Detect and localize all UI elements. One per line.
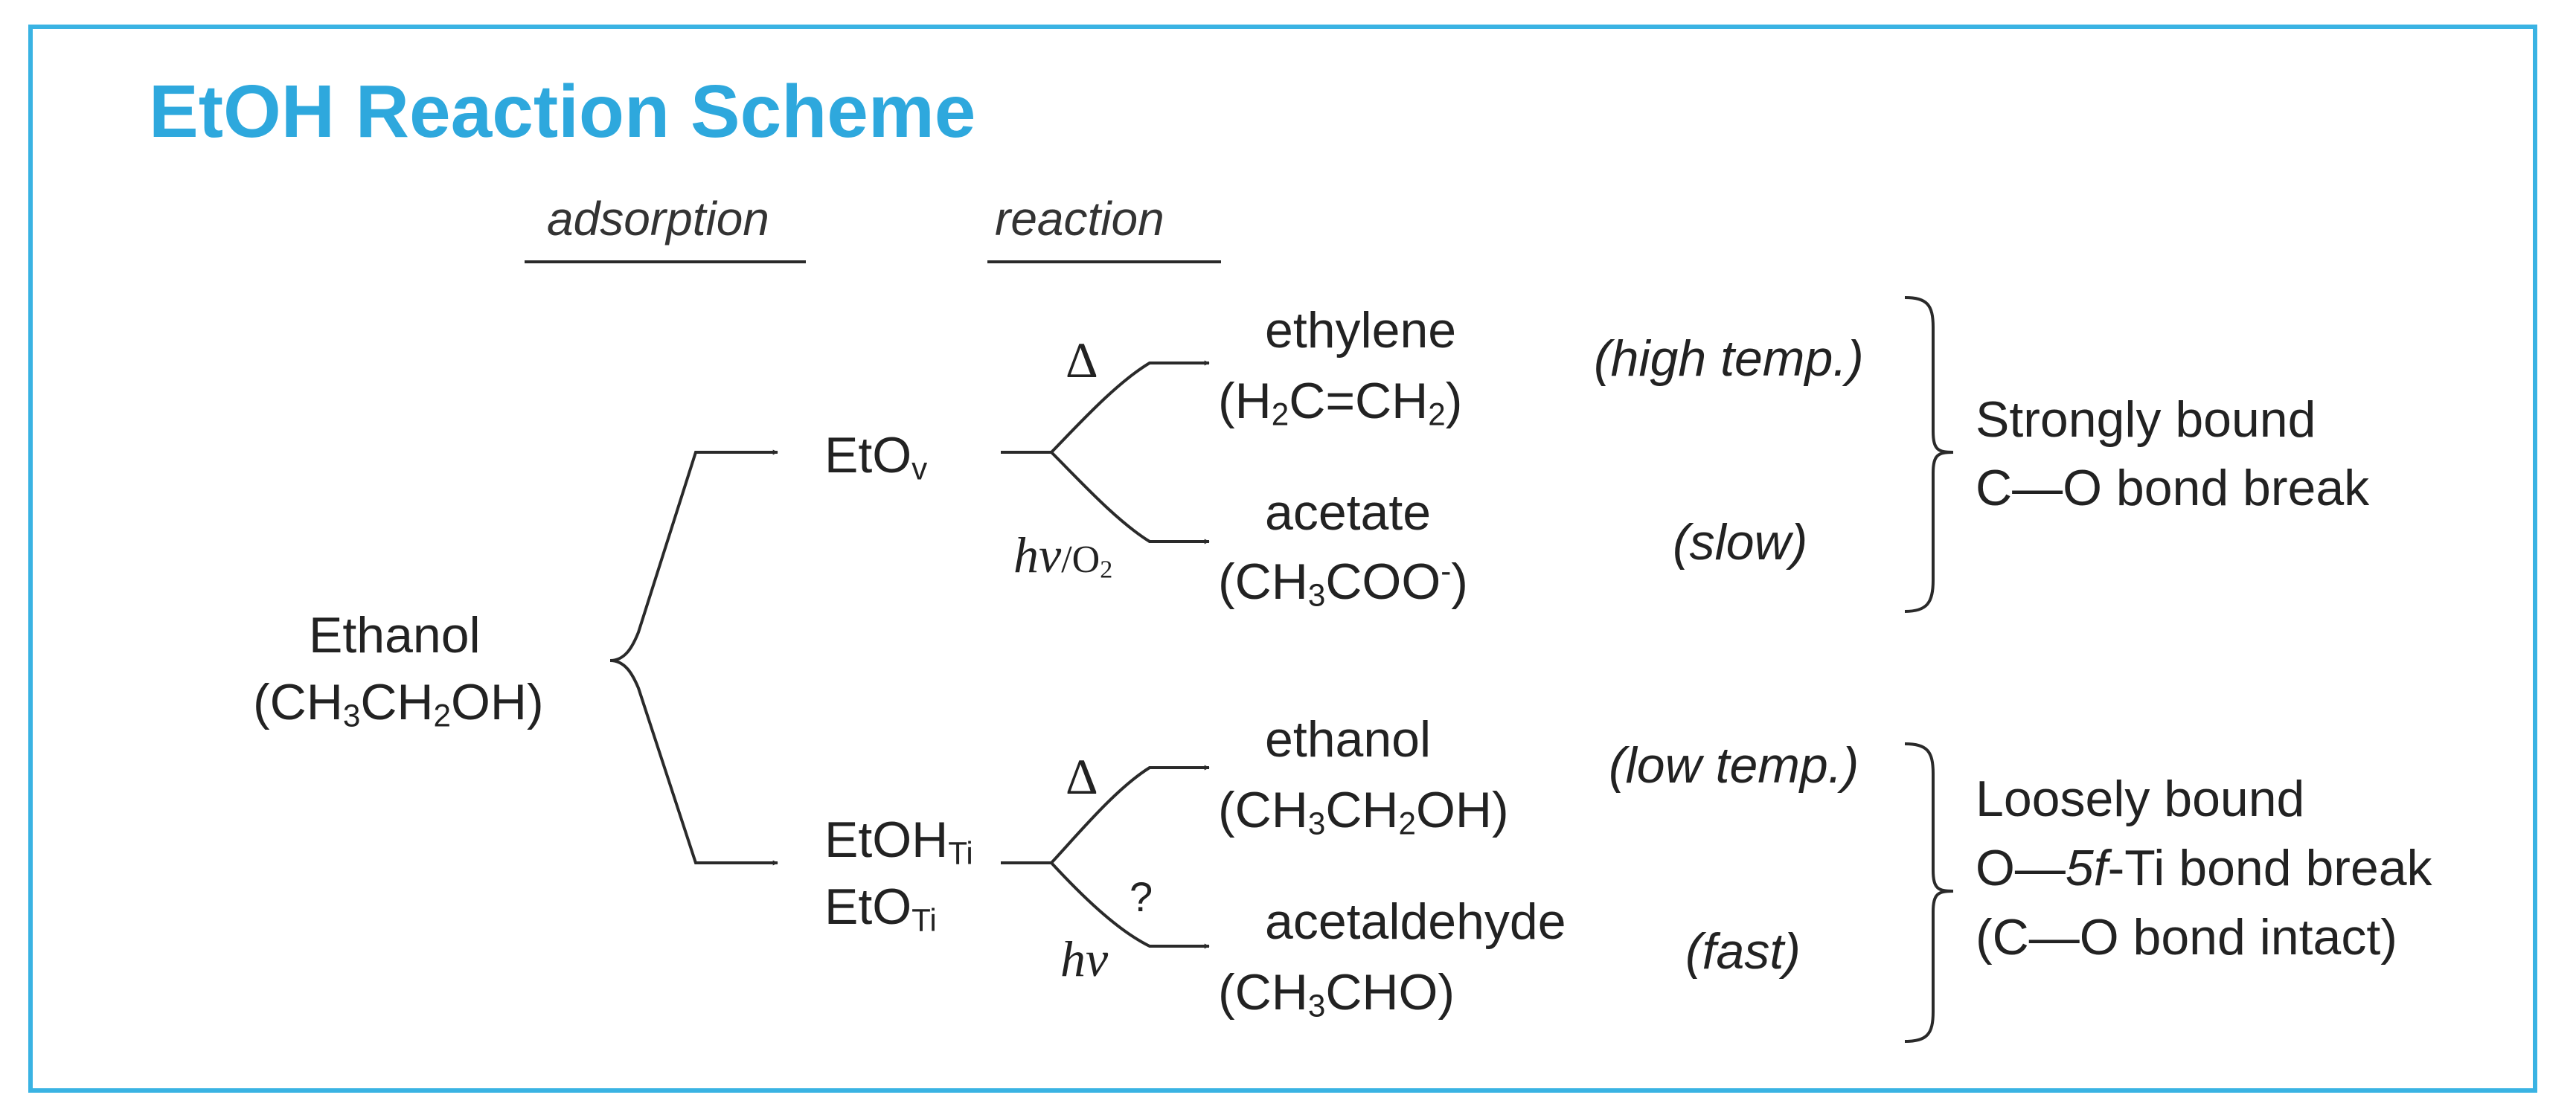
- product-acetate-formula: (CH3COO-): [1218, 553, 1468, 613]
- strong-brace: [1904, 296, 1954, 613]
- product-acetaldehyde-formula: (CH3CHO): [1218, 964, 1455, 1024]
- note-high-temp: (high temp.): [1594, 330, 1864, 387]
- loose-summary-line1: Loosely bound: [1976, 771, 2305, 827]
- intermediate-eto-v: EtOv: [824, 427, 928, 486]
- arrow-to-acetate: [1050, 451, 1210, 544]
- arrow-to-acetaldehyde: [1050, 861, 1210, 949]
- arrow-to-ethylene: [1050, 360, 1210, 454]
- delta-upper: Δ: [1066, 332, 1098, 388]
- product-ethylene-formula: (H2C=CH2): [1218, 373, 1463, 432]
- reaction-header: reaction: [995, 192, 1164, 245]
- question-mark: ?: [1130, 873, 1153, 920]
- intermediate-etoh-ti: EtOHTi: [824, 812, 973, 871]
- product-acetaldehyde-name: acetaldehyde: [1265, 893, 1566, 950]
- delta-lower: Δ: [1066, 748, 1098, 805]
- note-slow: (slow): [1673, 514, 1808, 571]
- slide-border: [28, 25, 2537, 1093]
- hv-o2-condition: hν/O2: [1013, 527, 1113, 584]
- product-ethanol-name: ethanol: [1265, 711, 1432, 768]
- product-acetate-name: acetate: [1265, 484, 1432, 541]
- reactant-formula: (CH3CH2OH): [253, 674, 544, 733]
- strong-summary-line2: C—O bond break: [1976, 460, 2370, 516]
- hv-lower: hν: [1060, 931, 1109, 987]
- intermediate-eto-ti: EtOTi: [824, 878, 937, 938]
- product-ethanol-formula: (CH3CH2OH): [1218, 782, 1509, 841]
- reactant-name: Ethanol: [309, 607, 481, 664]
- loose-brace: [1904, 742, 1954, 1043]
- note-fast: (fast): [1685, 923, 1801, 980]
- loose-summary-line3: (C—O bond intact): [1976, 909, 2397, 966]
- loose-summary-line2: O—5f-Ti bond break: [1976, 840, 2432, 896]
- arrow-to-eto-v: [609, 449, 778, 662]
- note-low-temp: (low temp.): [1609, 737, 1859, 794]
- product-ethylene-name: ethylene: [1265, 302, 1457, 359]
- adsorption-header: adsorption: [547, 192, 769, 245]
- arrow-to-etoh-ti: [609, 659, 778, 866]
- arrow-to-ethanol: [1050, 765, 1210, 864]
- page-title: EtOH Reaction Scheme: [149, 70, 976, 153]
- strong-summary-line1: Strongly bound: [1976, 391, 2316, 448]
